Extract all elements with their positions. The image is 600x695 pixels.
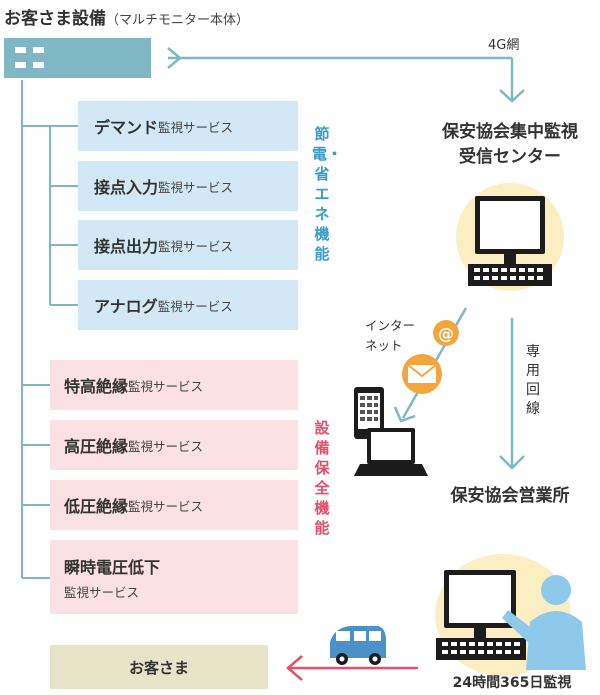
center-computer-icon: [456, 183, 564, 291]
envelope-icon: [402, 354, 442, 394]
service-name: 瞬時電圧低下: [64, 557, 161, 577]
monitoring-center-line2: 受信センター: [459, 147, 561, 167]
service-high-voltage-insulation: 高圧絶縁監視サービス: [50, 420, 298, 470]
internet-line2: ネット: [365, 338, 403, 353]
dedicated-line-label: 専用回線: [526, 344, 540, 417]
4g-network-label: 4G網: [488, 38, 520, 53]
service-contact-output: 接点出力監視サービス: [78, 220, 298, 270]
service-name: デマンド: [94, 118, 159, 137]
monitoring-center-line1: 保安協会集中監視: [442, 122, 578, 142]
connector-lines: [21, 80, 78, 579]
service-name: 低圧絶縁: [64, 497, 129, 516]
monitoring-24h-label: 24時間365日監視: [452, 675, 572, 691]
title-main: お客さま設備: [4, 9, 106, 29]
svg-text:@: @: [438, 324, 454, 343]
page-title: お客さま設備（マルチモニター本体）: [4, 4, 249, 29]
service-name: アナログ: [94, 297, 158, 316]
service-low-voltage-insulation: 低圧絶縁監視サービス: [50, 480, 298, 530]
service-name: 接点出力: [94, 237, 159, 256]
smartphone-icon: [354, 387, 384, 439]
service-suffix: 監視サービス: [128, 438, 204, 454]
sales-office-label: 保安協会営業所: [450, 486, 570, 506]
service-analog: アナログ監視サービス: [78, 280, 298, 330]
monitoring-center-label: 保安協会集中監視 受信センター: [420, 120, 600, 170]
service-voltage-sag: 瞬時電圧低下 監視サービス: [50, 540, 298, 614]
4g-network-arrow: [167, 47, 525, 103]
service-name: 接点入力: [94, 178, 159, 197]
service-suffix: 監視サービス: [128, 378, 204, 394]
internet-label: インター ネット: [365, 316, 415, 356]
service-extra-high-insulation: 特高絶縁監視サービス: [50, 360, 298, 410]
title-sub: （マルチモニター本体）: [106, 13, 250, 28]
service-suffix: 監視サービス: [128, 498, 204, 514]
service-name: 高圧絶縁: [64, 437, 129, 456]
laptop-icon: [354, 428, 428, 476]
service-suffix: 監視サービス: [158, 119, 234, 135]
service-car-icon: [330, 626, 386, 665]
service-suffix: 監視サービス: [158, 179, 234, 195]
energy-saving-label: 節電・省エネ機能: [312, 125, 343, 263]
person-icon: [502, 575, 586, 670]
internet-line1: インター: [365, 318, 416, 333]
service-name: 特高絶縁: [64, 377, 129, 396]
service-demand: デマンド監視サービス: [78, 101, 298, 151]
equipment-maintenance-label: 設備保全機能: [314, 419, 330, 537]
service-suffix: 監視サービス: [158, 238, 234, 254]
monitor-device-icon: [4, 38, 151, 78]
service-suffix: 監視サービス: [64, 584, 140, 600]
dedicated-line-arrow: [499, 318, 525, 470]
customer-box: お客さま: [50, 645, 268, 689]
dispatch-arrow: [286, 655, 418, 681]
service-suffix: 監視サービス: [157, 298, 233, 314]
service-contact-input: 接点入力監視サービス: [78, 161, 298, 211]
at-sign-icon: @: [433, 320, 459, 346]
